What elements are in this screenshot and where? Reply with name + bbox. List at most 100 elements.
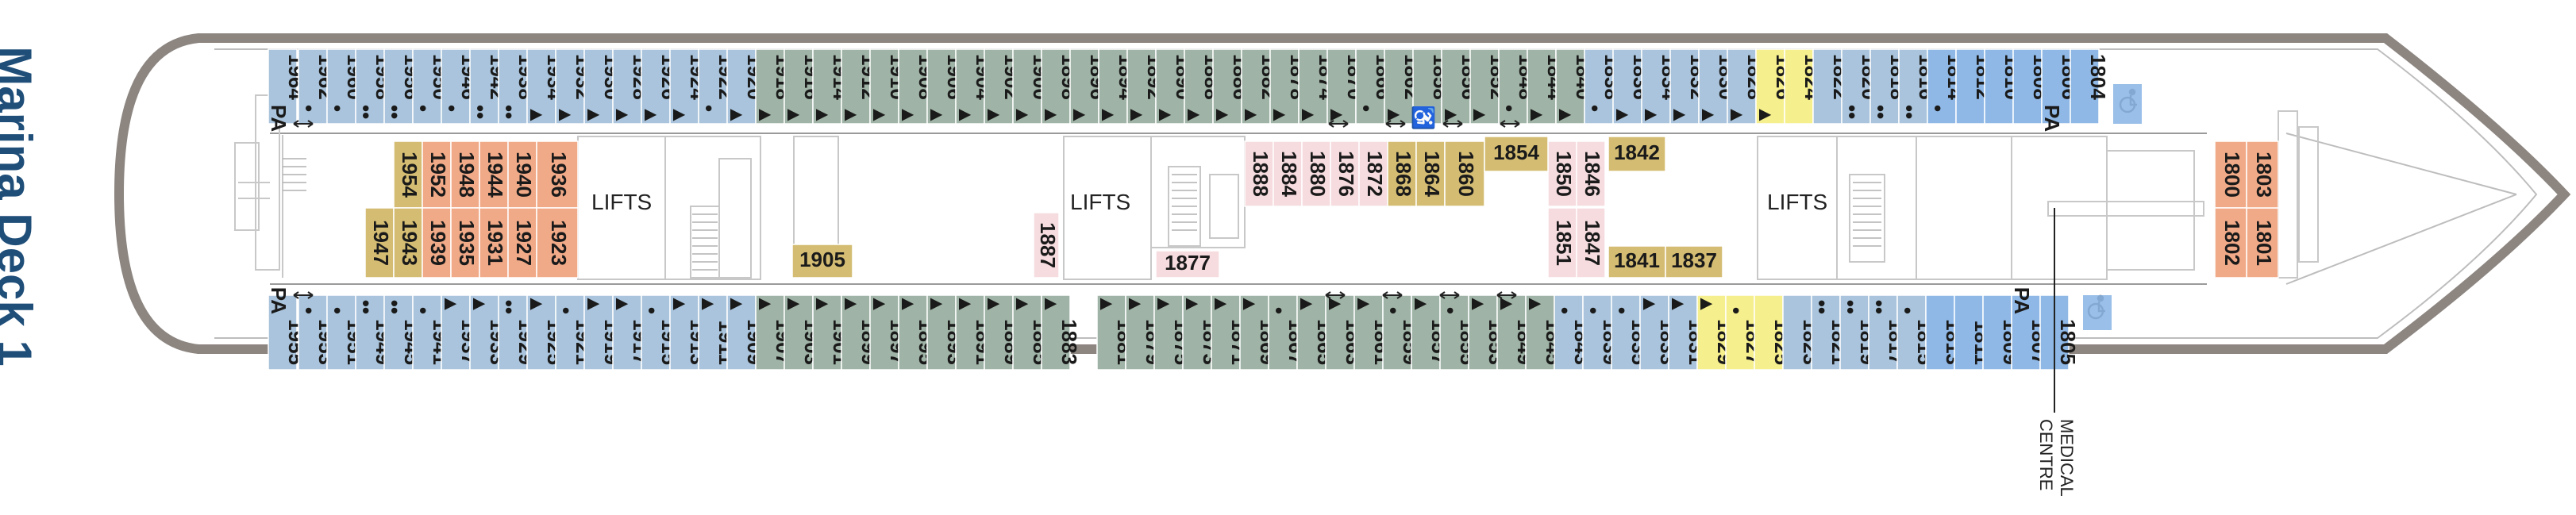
cabin-1851[interactable]: 1851: [1547, 207, 1577, 279]
cabin-number: 1954: [398, 152, 422, 198]
cabin-1904[interactable]: 1904▲: [954, 48, 995, 125]
cabin-1940[interactable]: 1940: [507, 140, 537, 209]
connecting-door-markers: [293, 120, 1520, 299]
cabin-1804[interactable]: 1804: [2070, 48, 2110, 125]
cabin-symbol: ▲: [1554, 105, 1578, 125]
cabin-1880[interactable]: 1880: [1301, 140, 1331, 207]
cabin-1895[interactable]: 1895▲: [897, 294, 938, 371]
cabin-1841[interactable]: 1841: [1608, 245, 1666, 279]
cabin-1936[interactable]: 1936: [536, 140, 579, 209]
cabin-1847[interactable]: 1847: [1576, 207, 1606, 279]
cabin-1931[interactable]: 1931: [479, 207, 509, 279]
cabin-symbol: •: [325, 105, 349, 112]
cabin-1939[interactable]: 1939: [422, 207, 452, 279]
cabin-1947[interactable]: 1947: [364, 207, 395, 279]
cabin-1902[interactable]: 1902▲: [983, 48, 1024, 125]
cabin-number: 1927: [512, 220, 536, 266]
cabin-1952[interactable]: 1952: [422, 140, 452, 209]
cabin-symbol: ▲: [468, 294, 492, 314]
cabin-1868[interactable]: 1868: [1387, 140, 1417, 207]
cabin-1883[interactable]: 1883▲: [1040, 294, 1081, 371]
cabin-1837[interactable]: 1837: [1665, 245, 1723, 279]
cabin-1896[interactable]: 1896▲: [1069, 48, 1110, 125]
medical-centre-label-2: CENTRE: [2036, 419, 2056, 490]
cabin-1850[interactable]: 1850: [1547, 140, 1577, 207]
cabin-1918[interactable]: 1918▲: [754, 48, 795, 125]
cabin-1860[interactable]: 1860: [1444, 140, 1485, 207]
cabin-1835[interactable]: 1835•: [1610, 294, 1651, 371]
cabin-1954[interactable]: 1954: [393, 140, 423, 209]
cabin-symbol: ▲: [926, 294, 949, 314]
cabin-1958[interactable]: 1958••: [354, 48, 395, 125]
cabin-1949[interactable]: 1949••: [354, 294, 395, 371]
cabin-symbol: ▲: [611, 105, 635, 125]
cabin-1864[interactable]: 1864: [1415, 140, 1446, 207]
cabin-symbol: •: [554, 307, 578, 314]
cabin-symbol: ▲: [583, 294, 606, 314]
cabin-symbol: ▲: [1297, 105, 1321, 125]
cabin-1944[interactable]: 1944: [479, 140, 509, 209]
cabin-symbol: ▲: [1667, 294, 1691, 314]
stairs: [283, 158, 1881, 271]
cabin-symbol: •: [411, 105, 435, 112]
cabin-1872[interactable]: 1872: [1358, 140, 1388, 207]
cabin-number: 1876: [1334, 151, 1358, 197]
cabin-symbol: ▲: [554, 105, 578, 125]
cabin-1846[interactable]: 1846: [1576, 140, 1606, 207]
cabin-1819[interactable]: 1819••: [1839, 294, 1880, 371]
cabin-1801[interactable]: 1801: [2246, 207, 2279, 279]
cabin-1854[interactable]: 1854: [1484, 136, 1549, 172]
cabin-1905[interactable]: 1905: [791, 244, 853, 279]
cabin-1869[interactable]: 1869▲: [1238, 294, 1280, 371]
cabin-1935[interactable]: 1935: [450, 207, 480, 279]
cabin-1859[interactable]: 1859•: [1381, 294, 1423, 371]
cabin-1888[interactable]: 1888: [1244, 140, 1274, 207]
cabin-1855[interactable]: 1855•: [1438, 294, 1480, 371]
cabin-1877[interactable]: 1877: [1155, 250, 1220, 279]
cabin-symbol: ▲: [897, 294, 921, 314]
cabin-1942[interactable]: 1942••: [468, 48, 510, 125]
cabin-1887[interactable]: 1887: [1033, 212, 1060, 279]
cabin-symbol: ••: [497, 105, 521, 119]
cabin-symbol: ▲: [1611, 105, 1635, 125]
cabin-1829[interactable]: 1829▲: [1696, 294, 1737, 371]
cabin-1878[interactable]: 1878▲: [1269, 48, 1310, 125]
cabin-1842[interactable]: 1842: [1608, 136, 1666, 172]
cabin-symbol: ▲: [1296, 294, 1319, 314]
cabin-1876[interactable]: 1876: [1330, 140, 1360, 207]
cabin-symbol: ▲: [1181, 294, 1205, 314]
cabin-number: 1868: [1392, 151, 1415, 197]
cabin-1818[interactable]: 1818••: [1869, 48, 1910, 125]
cabin-1891[interactable]: 1891▲: [954, 294, 995, 371]
cabin-1884[interactable]: 1884: [1273, 140, 1303, 207]
cabin-1849[interactable]: 1849▲: [1496, 294, 1537, 371]
cabin-1898[interactable]: 1898▲: [1040, 48, 1081, 125]
cabin-1923[interactable]: 1923: [536, 207, 579, 279]
cabin-1927[interactable]: 1927: [507, 207, 537, 279]
cabin-1908[interactable]: 1908▲: [897, 48, 938, 125]
cabin-1839[interactable]: 1839•: [1581, 294, 1623, 371]
cabin-number: 1841: [1614, 248, 1660, 272]
lifts-label: LIFTS: [1070, 190, 1130, 214]
cabin-symbol: ▲: [1153, 294, 1176, 314]
cabin-1826[interactable]: 1826▲: [1754, 48, 1796, 125]
cabin-1921[interactable]: 1921•: [554, 294, 595, 371]
cabin-1803[interactable]: 1803: [2246, 140, 2279, 209]
cabin-1948[interactable]: 1948: [450, 140, 480, 209]
cabin-1828[interactable]: 1828▲: [1726, 48, 1767, 125]
cabin-1802[interactable]: 1802: [2214, 207, 2247, 279]
cabin-1825[interactable]: 1825: [1754, 294, 1794, 371]
cabin-1943[interactable]: 1943: [393, 207, 423, 279]
cabin-number: 1883: [1057, 319, 1081, 365]
cabin-1946[interactable]: 1946•: [440, 48, 481, 125]
cabin-symbol: ▲: [1697, 105, 1721, 125]
cabin-symbol: ▲: [1040, 105, 1064, 125]
cabin-1916[interactable]: 1916▲: [783, 48, 824, 125]
wheelchair-cabin-bottom: [2083, 295, 2112, 330]
cabin-1914[interactable]: 1914▲: [811, 48, 853, 125]
cabin-1913[interactable]: 1913▲: [668, 294, 710, 371]
cabin-number: 1948: [455, 152, 479, 198]
cabin-1800[interactable]: 1800: [2214, 140, 2247, 209]
